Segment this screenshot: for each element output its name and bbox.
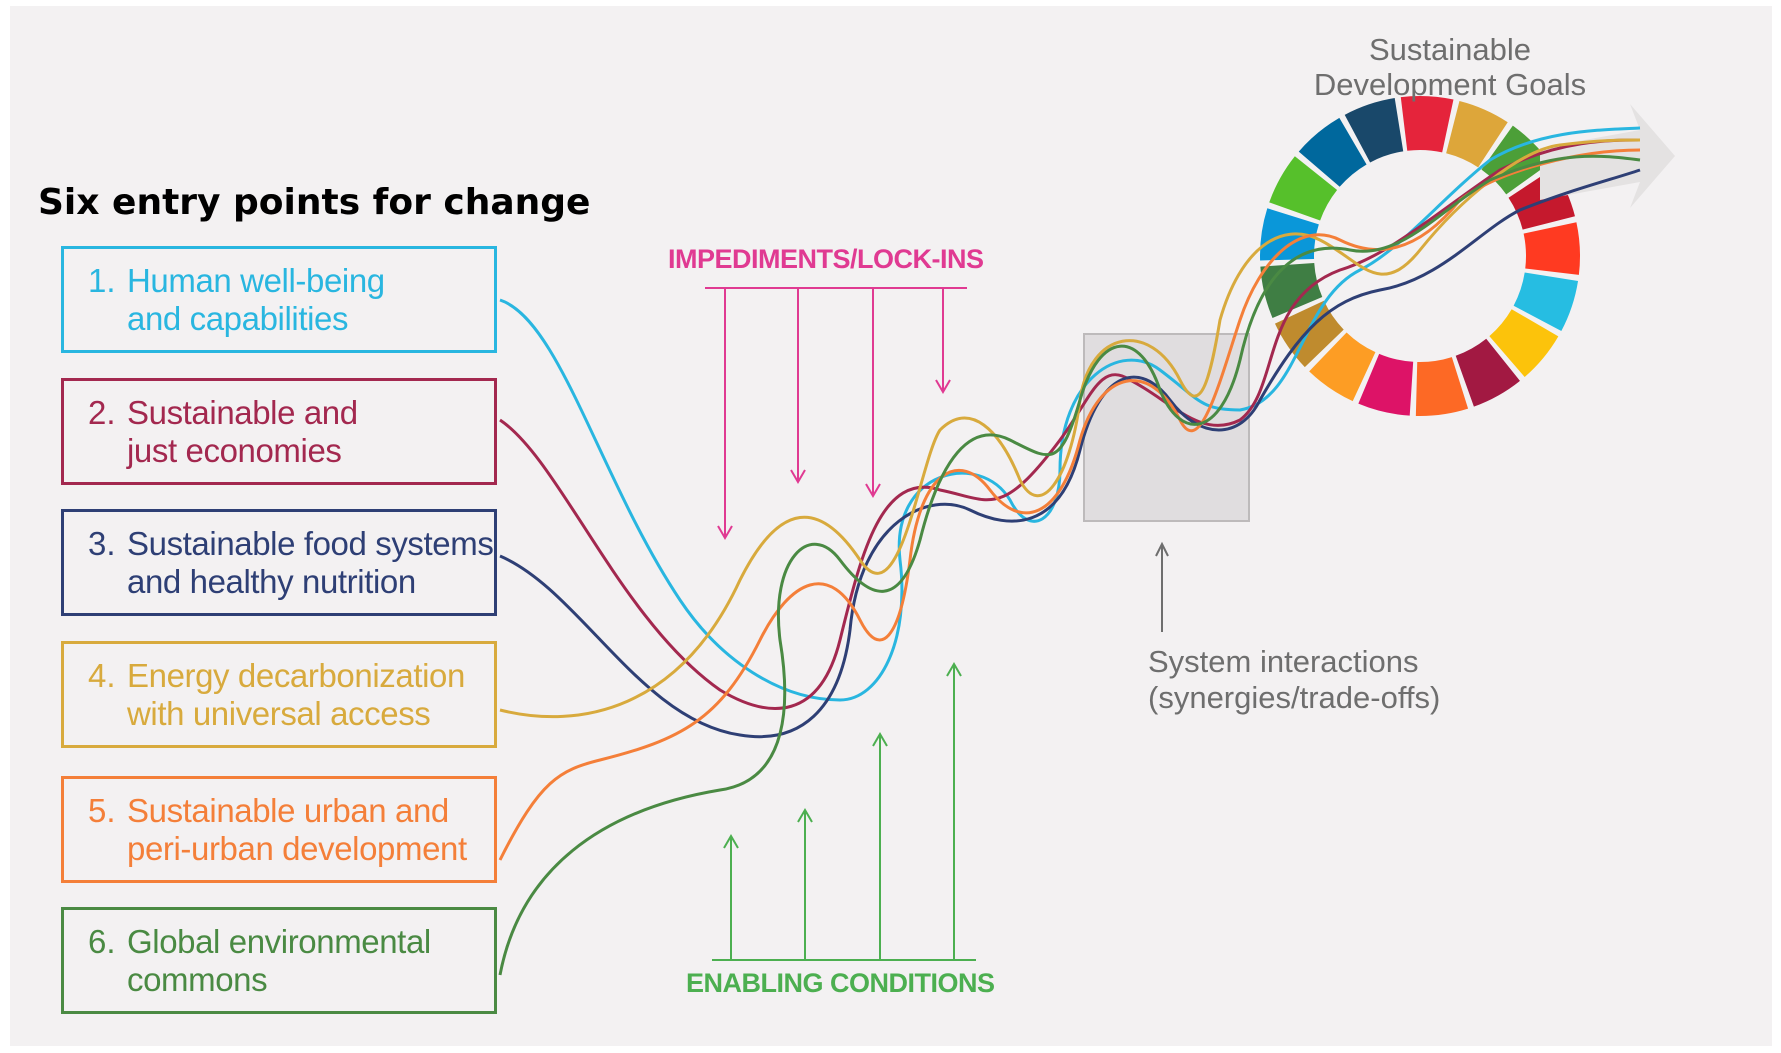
impediment-arrowhead-1: [717, 525, 733, 540]
enabling-arrows: [712, 662, 976, 961]
impediment-arrowhead-4: [935, 379, 951, 394]
system-interaction-box: [1083, 333, 1250, 522]
enabling-arrowhead-4: [946, 662, 962, 677]
enabling-arrowhead-1: [723, 834, 739, 849]
entry-point-2: 2. Sustainable and just economies: [61, 378, 497, 485]
sdg-segment-5: [1523, 222, 1580, 275]
pathway-line-2: [499, 138, 1641, 710]
impediment-arrowhead-3: [865, 483, 881, 498]
enabling-arrowhead-3: [872, 732, 888, 747]
entry-number: 1.: [88, 262, 116, 299]
entry-number: 6.: [88, 923, 116, 960]
entry-label: Global environmental commons: [127, 923, 431, 998]
system-interaction-pointer: [1155, 541, 1169, 632]
pathway-line-3: [499, 168, 1641, 739]
entry-label: Sustainable and just economies: [127, 394, 358, 469]
sdg-segment-17: [1344, 98, 1404, 163]
sdg-segment-16: [1298, 117, 1367, 187]
sdg-segment-2: [1446, 100, 1508, 168]
sdg-segment-6: [1513, 272, 1579, 332]
entry-number: 5.: [88, 792, 116, 829]
entry-number: 3.: [88, 525, 116, 562]
entry-point-6: 6. Global environmental commons: [61, 907, 497, 1014]
sdg-wheel: [1260, 95, 1580, 416]
entry-number: 2.: [88, 394, 116, 431]
entry-point-4: 4. Energy decarbonization with universal…: [61, 641, 497, 748]
enabling-conditions-label: ENABLING CONDITIONS: [686, 968, 995, 998]
impediment-arrowhead-2: [790, 469, 806, 484]
entry-point-5: 5. Sustainable urban and peri-urban deve…: [61, 776, 497, 883]
sdg-segment-15: [1269, 156, 1338, 221]
system-interactions-label: System interactions (synergies/trade-off…: [1148, 644, 1441, 715]
sdg-segment-9: [1415, 357, 1469, 416]
entry-number: 4.: [88, 657, 116, 694]
entry-label: Sustainable urban and peri-urban develop…: [127, 792, 467, 867]
page-title: Six entry points for change: [38, 182, 591, 223]
impediments-label: IMPEDIMENTS/LOCK-INS: [668, 244, 984, 274]
sdg-label: Sustainable Development Goals: [1313, 32, 1587, 102]
sdg-segment-11: [1309, 332, 1376, 402]
entry-label: Sustainable food systems and healthy nut…: [127, 525, 494, 600]
system-pointer-arrowhead: [1155, 541, 1169, 557]
entry-point-3: 3. Sustainable food systems and healthy …: [61, 509, 497, 616]
impediment-arrows: [705, 287, 967, 540]
entry-label: Human well-being and capabilities: [127, 262, 385, 337]
sdg-segment-1: [1400, 95, 1454, 153]
sdg-segment-8: [1455, 338, 1520, 407]
sdg-segment-10: [1358, 353, 1414, 416]
pathway-line-1: [499, 126, 1641, 702]
enabling-arrowhead-2: [797, 808, 813, 823]
pathway-curves: [498, 126, 1641, 976]
pathway-line-5: [498, 148, 1641, 861]
entry-point-1: 1. Human well-being and capabilities: [61, 246, 497, 353]
pathway-line-6: [498, 154, 1641, 976]
entry-label: Energy decarbonization with universal ac…: [127, 657, 465, 732]
sdg-segment-7: [1489, 309, 1559, 378]
